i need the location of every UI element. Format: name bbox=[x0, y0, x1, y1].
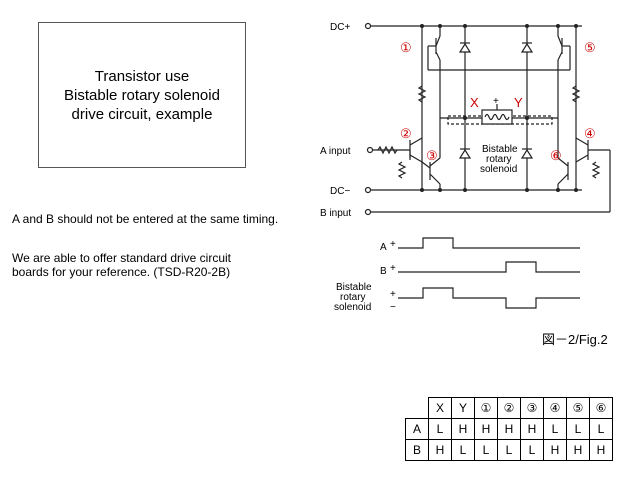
truth-cell: H bbox=[474, 418, 498, 440]
truth-row-label: B bbox=[405, 439, 429, 461]
timing-sol-line-1: Bistable bbox=[336, 282, 372, 293]
truth-col-4: ④ bbox=[543, 397, 567, 419]
truth-table-row-b: B H L L L L H H H bbox=[405, 439, 613, 461]
timing-sol-line-3: solenoid bbox=[334, 302, 371, 313]
truth-col-6: ⑥ bbox=[589, 397, 613, 419]
truth-col-2: ② bbox=[497, 397, 521, 419]
truth-col-1: ① bbox=[474, 397, 498, 419]
dc-plus-label: DC+ bbox=[330, 22, 350, 33]
truth-col-y: Y bbox=[451, 397, 475, 419]
node-label-4: ④ bbox=[584, 126, 596, 141]
truth-cell: L bbox=[543, 418, 567, 440]
solenoid-plus-sign: + bbox=[493, 96, 499, 107]
truth-cell: L bbox=[566, 418, 590, 440]
timing-note: A and B should not be entered at the sam… bbox=[12, 212, 279, 226]
node-label-5: ⑤ bbox=[584, 40, 596, 55]
offer-note-line-1: We are able to offer standard drive circ… bbox=[12, 251, 231, 265]
timing-label-b: B bbox=[380, 266, 387, 277]
truth-col-3: ③ bbox=[520, 397, 544, 419]
truth-cell: H bbox=[543, 439, 567, 461]
title-box: Transistor use Bistable rotary solenoid … bbox=[38, 22, 246, 168]
title-line-3: drive circuit, example bbox=[71, 105, 213, 123]
timing-label-a: A bbox=[380, 242, 387, 253]
truth-row-label: A bbox=[405, 418, 429, 440]
b-input-label: B input bbox=[320, 208, 351, 219]
truth-cell: H bbox=[566, 439, 590, 461]
truth-table-row-a: A L H H H H L L L bbox=[405, 418, 613, 440]
truth-cell: L bbox=[428, 418, 452, 440]
truth-cell: L bbox=[474, 439, 498, 461]
node-label-3: ③ bbox=[426, 148, 438, 163]
truth-cell: L bbox=[497, 439, 521, 461]
truth-col-5: ⑤ bbox=[566, 397, 590, 419]
y-label: Y bbox=[514, 95, 523, 110]
solenoid-label-line-1: Bistable bbox=[482, 144, 518, 155]
timing-plus-sol: + bbox=[390, 289, 396, 300]
timing-wave-b bbox=[398, 261, 580, 273]
truth-cell: H bbox=[428, 439, 452, 461]
truth-cell: H bbox=[520, 418, 544, 440]
truth-col-x: X bbox=[428, 397, 452, 419]
timing-wave-solenoid bbox=[398, 287, 580, 309]
truth-table: X Y ① ② ③ ④ ⑤ ⑥ A L H H H H L L L B H L … bbox=[405, 397, 613, 461]
truth-table-header-row: X Y ① ② ③ ④ ⑤ ⑥ bbox=[405, 397, 613, 419]
dc-minus-label: DC− bbox=[330, 186, 350, 197]
node-label-6: ⑥ bbox=[550, 148, 562, 163]
node-label-1: ① bbox=[400, 40, 412, 55]
timing-plus-b: + bbox=[390, 263, 396, 274]
timing-minus-sol: − bbox=[390, 302, 396, 313]
solenoid-label-line-2: rotary bbox=[486, 154, 512, 165]
circuit-diagram: DC+ DC− A input B input X Y + Bistable r… bbox=[320, 22, 611, 347]
timing-plus-a: + bbox=[390, 239, 396, 250]
x-label: X bbox=[470, 95, 479, 110]
solenoid-label-line-3: solenoid bbox=[480, 164, 517, 175]
truth-cell: L bbox=[520, 439, 544, 461]
a-input-label: A input bbox=[320, 146, 351, 157]
title-line-1: Transistor use bbox=[94, 67, 190, 85]
offer-note-line-2: boards for your reference. (TSD-R20-2B) bbox=[12, 265, 231, 279]
truth-cell: L bbox=[589, 418, 613, 440]
figure-caption: 図－2/Fig.2 bbox=[542, 332, 608, 347]
truth-cell: L bbox=[451, 439, 475, 461]
truth-cell: H bbox=[497, 418, 521, 440]
truth-table-corner bbox=[405, 397, 429, 419]
title-line-2: Bistable rotary solenoid bbox=[64, 86, 220, 104]
timing-wave-a bbox=[398, 237, 580, 249]
timing-sol-line-2: rotary bbox=[340, 292, 366, 303]
node-label-2: ② bbox=[400, 126, 412, 141]
truth-cell: H bbox=[589, 439, 613, 461]
truth-cell: H bbox=[451, 418, 475, 440]
